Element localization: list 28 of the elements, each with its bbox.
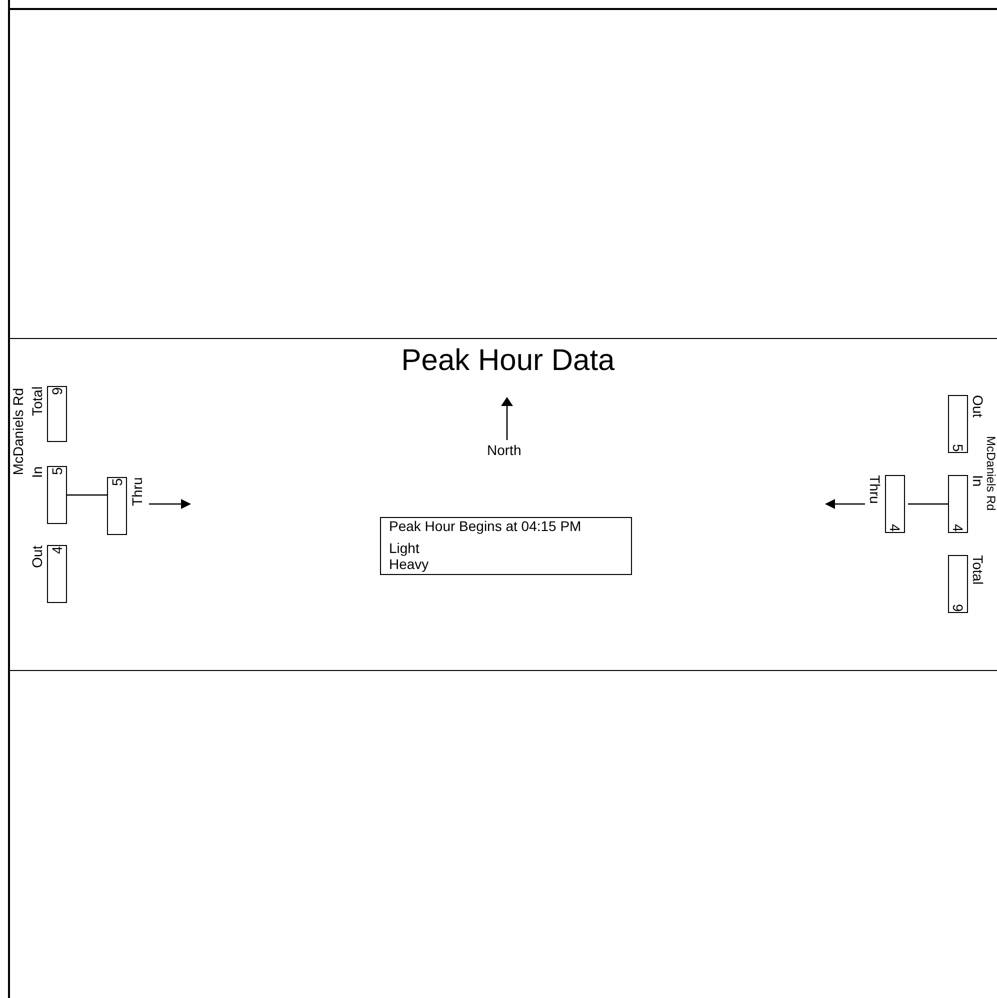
movement-label: Out (29, 545, 45, 570)
connector-line (67, 494, 107, 496)
movement-label: Thru (867, 475, 883, 506)
volume-count: 4 (948, 475, 968, 533)
info-text: Peak Hour Begins at 04:15 PM (389, 518, 582, 534)
movement-label: Total (970, 555, 986, 587)
connector-line (908, 503, 948, 505)
volume-count: 9 (948, 555, 968, 613)
diagram-title: Peak Hour Data (400, 343, 616, 379)
volume-count: 4 (885, 475, 905, 533)
arrow (825, 499, 865, 509)
volume-count: 5 (107, 477, 127, 535)
info-box (380, 517, 632, 575)
volume-count: 5 (47, 466, 67, 524)
info-text: Light (389, 540, 420, 556)
direction-label: North (487, 442, 522, 458)
movement-label: Thru (129, 477, 145, 508)
info-text: Heavy (389, 556, 430, 572)
road-name: McDaniels Rd (11, 388, 26, 476)
road-name: McDaniels Rd (984, 436, 997, 511)
arrow (149, 499, 191, 509)
movement-label: In (29, 466, 45, 480)
movement-label: Total (29, 386, 45, 418)
volume-count: 9 (47, 386, 67, 442)
movement-label: In (970, 475, 986, 489)
movement-label: Out (970, 395, 986, 420)
volume-count: 5 (948, 395, 968, 453)
volume-count: 4 (47, 545, 67, 603)
